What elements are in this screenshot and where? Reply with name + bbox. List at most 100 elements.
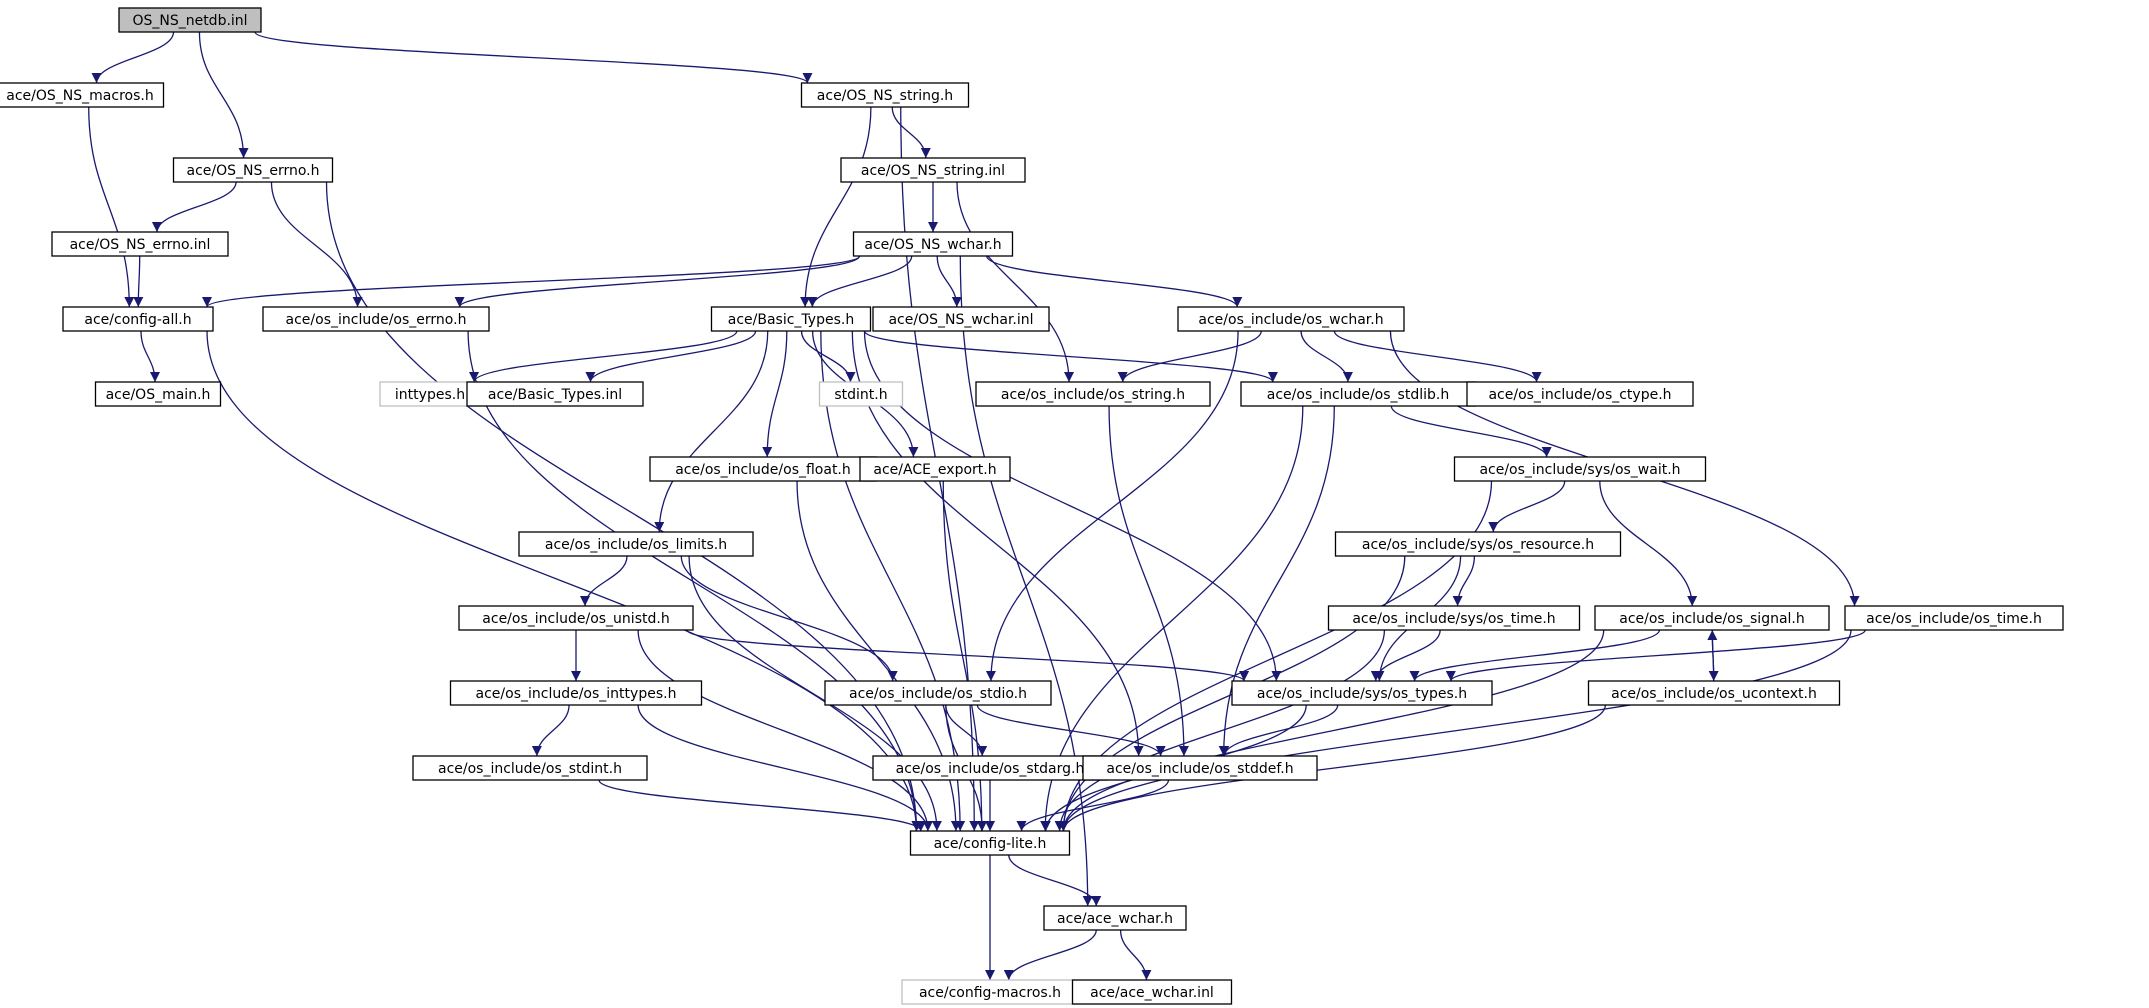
graph-node[interactable]: ace/os_include/os_ucontext.h [1587, 680, 1841, 706]
node-label: ace/OS_NS_string.h [817, 88, 953, 104]
node-label: ace/ace_wchar.h [1057, 911, 1173, 927]
graph-node[interactable]: ace/OS_NS_errno.inl [51, 231, 229, 257]
graph-node[interactable]: ace/config-lite.h [909, 830, 1071, 856]
dependency-edge [820, 330, 966, 832]
node-label: ace/config-lite.h [934, 836, 1047, 852]
node-label: ace/os_include/os_string.h [1001, 387, 1185, 403]
node-label: ace/OS_NS_errno.h [186, 163, 319, 179]
node-box [449, 680, 703, 706]
node-box [94, 381, 222, 407]
dependency-edge [1390, 405, 1552, 458]
graph-node[interactable]: ace/os_include/os_stddef.h [1082, 755, 1318, 781]
graph-node[interactable]: ace/os_include/os_stdint.h [412, 755, 648, 781]
graph-node[interactable]: ace/os_include/sys/os_time.h [1327, 605, 1581, 631]
dependency-edge [140, 330, 160, 383]
node-box [975, 381, 1211, 407]
graph-node[interactable]: ace/os_include/sys/os_resource.h [1334, 531, 1622, 557]
dependency-edge [891, 106, 931, 159]
node-label: ace/os_include/os_stdarg.h [896, 761, 1085, 777]
graph-node[interactable]: ace/config-macros.h [901, 979, 1079, 1005]
graph-node[interactable]: ace/os_include/os_limits.h [518, 531, 754, 557]
graph-node[interactable]: ace/OS_NS_errno.h [172, 157, 334, 183]
graph-node[interactable]: ace/os_include/os_stdio.h [824, 680, 1052, 706]
dependency-edge [800, 106, 872, 308]
graph-node[interactable]: ace/Basic_Types.h [710, 306, 872, 332]
graph-node[interactable]: ace/os_include/os_unistd.h [458, 605, 694, 631]
node-box [1177, 306, 1405, 332]
dependency-edge [91, 31, 175, 84]
node-box [262, 306, 490, 332]
graph-node[interactable]: stdint.h [818, 381, 904, 407]
node-label: ace/os_include/os_float.h [675, 462, 851, 478]
dependency-edge [1409, 629, 1661, 682]
node-box [872, 755, 1108, 781]
graph-node[interactable]: ace/OS_NS_string.inl [840, 157, 1026, 183]
dependency-edge [985, 330, 1239, 682]
node-label: ace/os_include/os_stdint.h [438, 761, 622, 777]
dependency-edge [688, 555, 942, 832]
graph-node[interactable]: ace/os_include/os_inttypes.h [449, 680, 703, 706]
dependency-edge [1008, 854, 1102, 907]
graph-node[interactable]: ace/os_include/os_time.h [1844, 605, 2064, 631]
node-label: ace/os_include/os_limits.h [545, 537, 727, 553]
graph-node[interactable]: ace/os_include/os_string.h [975, 381, 1211, 407]
dependency-edge [637, 629, 933, 832]
dependency-edge [1003, 929, 1097, 981]
graph-node[interactable]: ace/OS_NS_wchar.inl [872, 306, 1050, 332]
dependency-edge [580, 555, 628, 607]
graph-node[interactable]: ace/OS_NS_string.h [800, 82, 970, 108]
graph-node[interactable]: ace/os_include/os_float.h [649, 456, 877, 482]
dependency-edge [945, 704, 988, 757]
graph-node[interactable]: ace/config-all.h [62, 306, 214, 332]
node-box [412, 755, 648, 781]
node-label: ace/os_include/os_stddef.h [1106, 761, 1293, 777]
node-box [901, 979, 1079, 1005]
node-label: ace/Basic_Types.inl [488, 387, 622, 403]
node-label: ace/Basic_Types.h [728, 312, 854, 328]
graph-node[interactable]: OS_NS_netdb.inl [118, 7, 262, 33]
node-box [1071, 979, 1233, 1005]
dependency-edge [1370, 629, 1441, 682]
node-label: ace/OS_NS_errno.inl [70, 237, 211, 253]
graph-node[interactable]: ace/os_include/os_ctype.h [1466, 381, 1694, 407]
graph-node[interactable]: ace/OS_NS_macros.h [0, 82, 165, 108]
node-box [1594, 605, 1830, 631]
dependency-edge [585, 330, 757, 383]
node-label: ace/config-all.h [84, 312, 191, 328]
node-label: inttypes.h [395, 387, 465, 403]
dependency-edge [1218, 405, 1335, 757]
graph-node[interactable]: ace/os_include/os_stdlib.h [1240, 381, 1476, 407]
graph-node[interactable]: ace/ace_wchar.inl [1071, 979, 1233, 1005]
graph-node[interactable]: ace/OS_NS_wchar.h [852, 231, 1014, 257]
graph-node[interactable]: ace/os_include/os_stdarg.h [872, 755, 1108, 781]
node-label: ace/os_include/os_time.h [1866, 611, 2042, 627]
node-label: ace/os_include/sys/os_wait.h [1479, 462, 1680, 478]
graph-node[interactable]: ace/os_include/os_errno.h [262, 306, 490, 332]
dependency-edge [1599, 480, 1698, 607]
dependency-edge [1058, 629, 1852, 832]
dependency-edge [637, 704, 933, 832]
graph-node[interactable]: ace/ACE_export.h [859, 456, 1011, 482]
node-label: ace/OS_NS_macros.h [6, 88, 153, 104]
dependency-edge [986, 255, 1243, 308]
graph-node[interactable]: ace/os_include/os_signal.h [1594, 605, 1830, 631]
graph-node[interactable]: ace/os_include/sys/os_wait.h [1453, 456, 1707, 482]
graph-node[interactable]: ace/OS_main.h [94, 381, 222, 407]
node-box [649, 456, 877, 482]
dependency-edge [202, 255, 861, 308]
graph-node[interactable]: ace/ace_wchar.h [1043, 905, 1187, 931]
dependency-edge [598, 779, 926, 832]
dependency-edge [325, 181, 922, 832]
node-box [909, 830, 1071, 856]
node-box [458, 605, 694, 631]
graph-node[interactable]: ace/os_include/os_wchar.h [1177, 306, 1405, 332]
graph-node[interactable]: ace/Basic_Types.inl [466, 381, 644, 407]
node-label: ace/os_include/os_ucontext.h [1611, 686, 1817, 702]
dependency-edge [762, 330, 788, 458]
dependency-edge [1707, 629, 1718, 682]
node-label: ace/OS_main.h [106, 387, 211, 403]
dependency-edge [1333, 330, 1542, 383]
graph-node[interactable]: ace/os_include/sys/os_types.h [1231, 680, 1493, 706]
graph-node[interactable]: inttypes.h [379, 381, 481, 407]
node-layer: OS_NS_netdb.inl ace/OS_NS_macros.h ace/OS_… [0, 7, 2064, 1005]
